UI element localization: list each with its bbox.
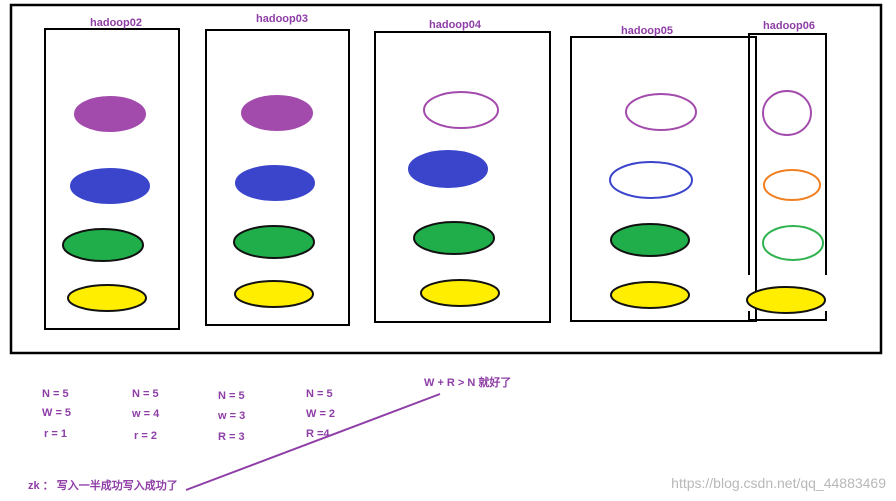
zk-annotation: zk ： 写入一半成功写入成功了 <box>28 478 178 492</box>
config-column-4: N = 5 W = 2 R =4 <box>306 388 335 440</box>
node-hadoop03: hadoop03 <box>205 13 350 326</box>
node-box-base <box>748 311 827 321</box>
config-w: w = 4 <box>131 408 160 420</box>
node-hadoop04: hadoop04 <box>374 19 551 323</box>
config-r: R =4 <box>306 428 330 440</box>
disk-3 <box>610 223 690 257</box>
disk-3 <box>62 228 144 262</box>
cluster-frame <box>9 3 883 355</box>
node-box <box>748 33 827 275</box>
config-n: N = 5 <box>218 390 245 402</box>
config-w: W = 5 <box>42 407 71 419</box>
node-box <box>44 28 180 330</box>
config-r: r = 1 <box>44 428 67 440</box>
config-w: W = 2 <box>306 408 335 420</box>
disk-4 <box>746 286 826 314</box>
node-hadoop06: hadoop06 <box>746 20 827 321</box>
node-label: hadoop06 <box>763 20 815 32</box>
disk-3 <box>762 225 824 261</box>
disk-3 <box>413 221 495 255</box>
disk-1 <box>423 91 499 129</box>
config-n: N = 5 <box>132 388 159 400</box>
connector-line <box>185 393 441 491</box>
disk-2 <box>70 168 150 204</box>
config-r: r = 2 <box>134 430 157 442</box>
disk-1 <box>625 93 697 131</box>
disk-2 <box>235 165 315 201</box>
node-label: hadoop04 <box>429 19 482 31</box>
disk-1 <box>241 95 313 131</box>
node-label: hadoop02 <box>90 17 142 29</box>
node-hadoop02: hadoop02 <box>44 17 180 330</box>
config-column-1: N = 5 W = 5 r = 1 <box>42 388 71 440</box>
config-column-2: N = 5 w = 4 r = 2 <box>131 388 160 442</box>
disk-2 <box>609 161 693 199</box>
watermark: https://blog.csdn.net/qq_44883469 <box>671 475 886 491</box>
node-box <box>205 29 350 326</box>
config-column-3: N = 5 w = 3 R = 3 <box>217 390 245 443</box>
disk-1 <box>762 90 812 136</box>
disk-1 <box>74 96 146 132</box>
config-r: R = 3 <box>218 431 245 443</box>
rule-annotation: W + R > N 就好了 <box>424 375 511 389</box>
disk-3 <box>233 225 315 259</box>
config-n: N = 5 <box>42 388 69 400</box>
node-label: hadoop05 <box>621 25 673 37</box>
disk-4 <box>67 284 147 312</box>
node-hadoop05: hadoop05 <box>570 25 757 322</box>
disk-4 <box>234 280 314 308</box>
node-box <box>374 31 551 323</box>
config-w: w = 3 <box>217 410 245 422</box>
disk-2 <box>408 150 488 188</box>
disk-4 <box>610 281 690 309</box>
node-box <box>570 36 757 322</box>
disk-2 <box>763 169 821 201</box>
config-n: N = 5 <box>306 388 333 400</box>
disk-4 <box>420 279 500 307</box>
node-label: hadoop03 <box>256 13 308 25</box>
